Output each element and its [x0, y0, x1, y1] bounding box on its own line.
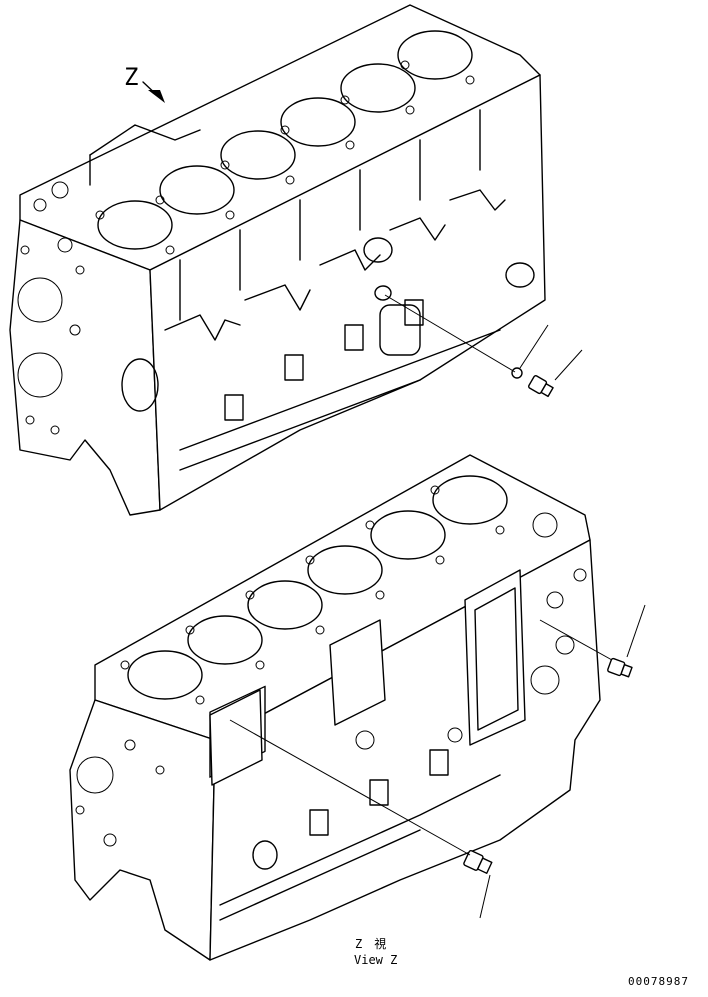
view-z-label: Z [124, 63, 138, 91]
lower-plug-callout [229, 719, 493, 919]
upper-plug-callout [528, 349, 583, 398]
upper-o-ring-callout [384, 294, 549, 379]
lower-right-plug-callout [539, 604, 646, 678]
caption-english: View Z [354, 953, 397, 967]
upper-engine-block [9, 4, 546, 516]
caption-japanese: Z 視 [355, 936, 386, 951]
lower-engine-block [69, 454, 601, 961]
lower-cylinder-bores [127, 475, 508, 700]
oil-cooler-cover [464, 569, 526, 746]
part-number: 00078987 [628, 975, 689, 988]
view-z-arrow: Z [124, 63, 165, 103]
upper-cylinder-bores [97, 30, 473, 250]
